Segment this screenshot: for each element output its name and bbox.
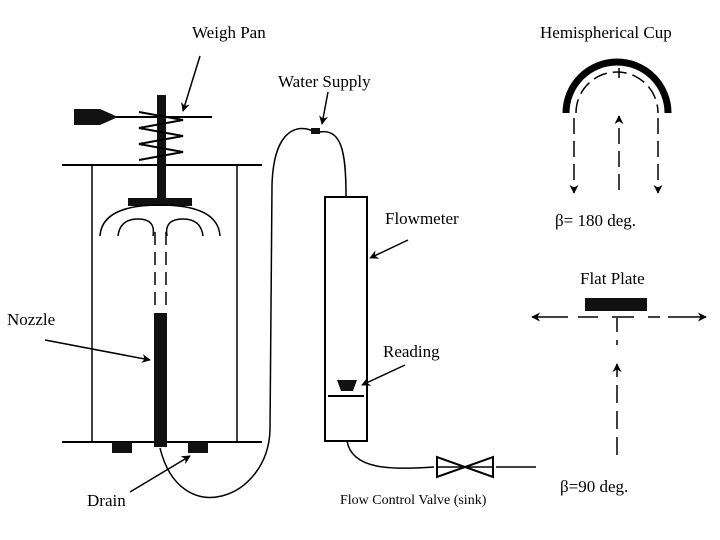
flat-plate xyxy=(585,298,647,311)
valve-pipe xyxy=(346,440,435,470)
weigh-pan-rod xyxy=(157,95,166,205)
flat-plate-label: Flat Plate xyxy=(580,269,645,288)
nozzle xyxy=(154,313,167,447)
nozzle-leader xyxy=(44,339,151,363)
reading-label: Reading xyxy=(383,342,440,361)
hemispherical-cup xyxy=(562,58,672,114)
supply-pipe xyxy=(159,127,347,499)
drain-right xyxy=(188,442,208,453)
drain-leader xyxy=(129,455,191,493)
reading-leader xyxy=(361,364,406,386)
weigh-pan-leader xyxy=(181,55,201,112)
deflected-water-right xyxy=(165,218,204,237)
target-plate xyxy=(128,198,192,206)
flowmeter-leader xyxy=(369,239,409,259)
flowmeter-float xyxy=(337,380,357,391)
deflected-water-left xyxy=(117,218,155,237)
pointer-weight-icon xyxy=(74,109,118,125)
flat-plate-diagram xyxy=(531,298,707,455)
deflected-water-outer xyxy=(99,204,221,237)
flow-control-valve xyxy=(436,455,494,479)
water-supply-leader xyxy=(319,91,329,125)
drain-left xyxy=(112,442,132,453)
flow-control-valve-label: Flow Control Valve (sink) xyxy=(340,493,487,508)
weigh-pan-assembly xyxy=(74,95,221,447)
nozzle-label: Nozzle xyxy=(7,310,55,329)
drain-label: Drain xyxy=(87,491,126,510)
beta-plate-label: β=90 deg. xyxy=(560,477,628,496)
water-supply-label: Water Supply xyxy=(278,72,371,91)
beta-cup-label: β= 180 deg. xyxy=(555,211,636,230)
weigh-pan-label: Weigh Pan xyxy=(192,23,266,42)
hemispherical-cup-label: Hemispherical Cup xyxy=(540,23,672,42)
hemispherical-cup-diagram xyxy=(562,58,672,194)
pipe-joint xyxy=(311,128,320,134)
flowmeter-label: Flowmeter xyxy=(385,209,459,228)
flowmeter xyxy=(324,196,368,442)
spring-icon xyxy=(138,111,184,161)
